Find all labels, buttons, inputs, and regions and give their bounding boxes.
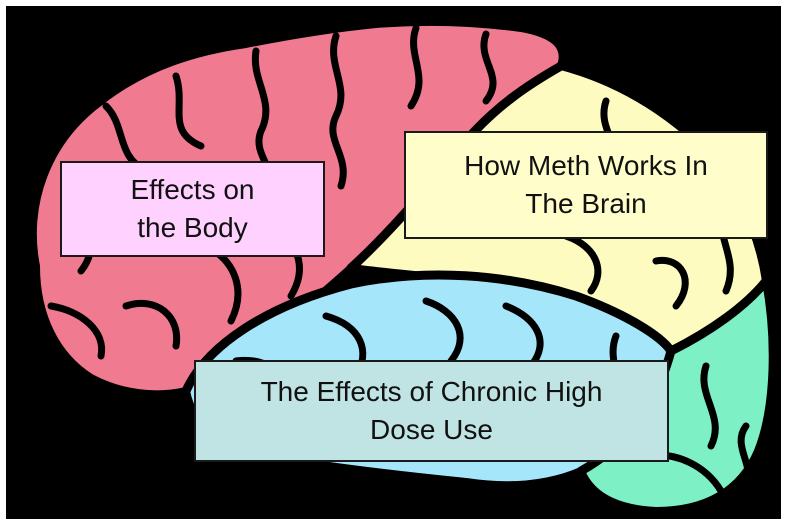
effects-on-body-button[interactable]: Effects on the Body [60, 161, 325, 257]
chronic-high-dose-line2: Dose Use [261, 411, 603, 449]
chronic-high-dose-label: The Effects of Chronic High Dose Use [261, 373, 603, 449]
how-meth-works-line1: How Meth Works In [464, 147, 708, 185]
how-meth-works-label: How Meth Works In The Brain [464, 147, 708, 223]
brain-diagram-canvas: Effects on the Body How Meth Works In Th… [6, 6, 781, 519]
chronic-high-dose-line1: The Effects of Chronic High [261, 373, 603, 411]
effects-on-body-line2: the Body [130, 209, 254, 247]
chronic-high-dose-button[interactable]: The Effects of Chronic High Dose Use [194, 360, 669, 462]
how-meth-works-line2: The Brain [464, 185, 708, 223]
effects-on-body-line1: Effects on [130, 171, 254, 209]
effects-on-body-label: Effects on the Body [130, 171, 254, 247]
how-meth-works-button[interactable]: How Meth Works In The Brain [404, 131, 768, 239]
